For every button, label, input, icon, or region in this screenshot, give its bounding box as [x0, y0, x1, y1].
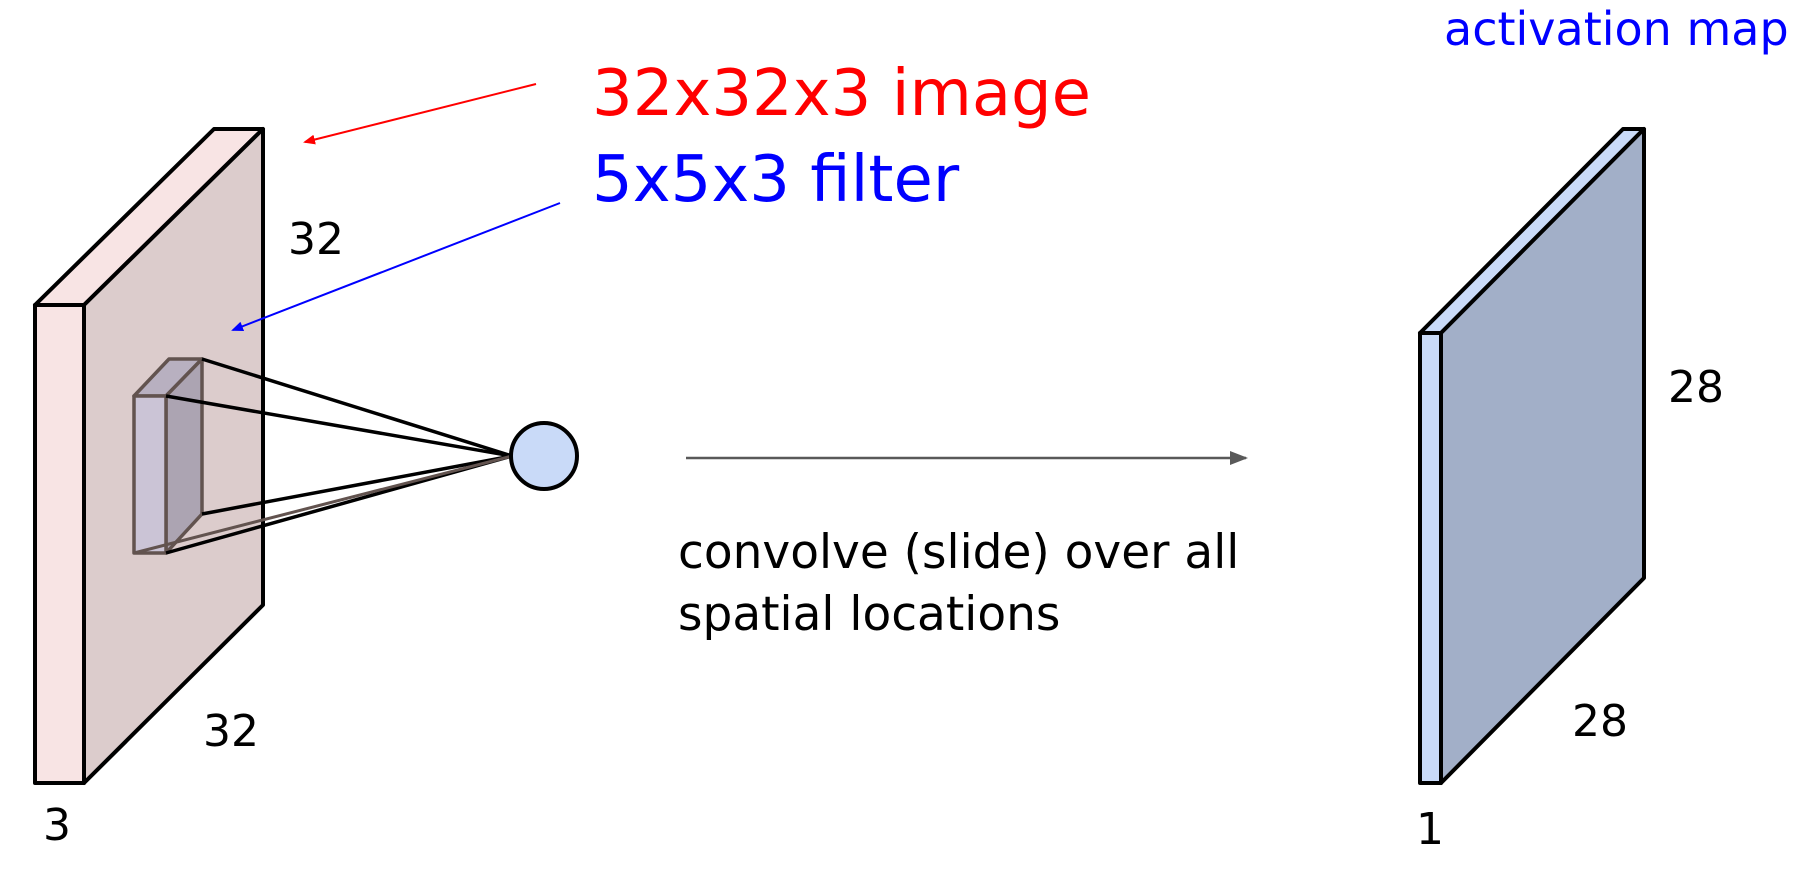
- filter-pointer-arrow: [231, 202, 561, 332]
- activation-map-label: activation map: [1444, 2, 1789, 56]
- connection-line: [165, 394, 513, 458]
- filter-volume: [132, 357, 204, 555]
- image-label: 32x32x3 image: [592, 57, 1092, 131]
- filter-label: 5x5x3 filter: [592, 143, 960, 217]
- neuron-circle: [509, 421, 579, 491]
- output-height-label: 28: [1668, 362, 1724, 413]
- activation-map-front-face: [1418, 331, 1443, 785]
- output-depth-label: 1: [1416, 804, 1444, 855]
- connection-line: [201, 454, 513, 516]
- connection-line: [201, 357, 513, 458]
- input-height-label: 32: [288, 214, 344, 265]
- activation-map-volume: [1418, 127, 1646, 785]
- convolve-caption: convolve (slide) over all spatial locati…: [678, 525, 1240, 642]
- filter-to-neuron-connections: [133, 357, 513, 555]
- output-width-label: 28: [1572, 696, 1628, 747]
- filter-front-face: [132, 394, 168, 555]
- input-volume-front-face: [33, 303, 86, 785]
- input-width-label: 32: [203, 706, 259, 757]
- connection-line: [133, 454, 513, 555]
- image-pointer-arrow: [303, 83, 537, 145]
- input-depth-label: 3: [43, 800, 71, 851]
